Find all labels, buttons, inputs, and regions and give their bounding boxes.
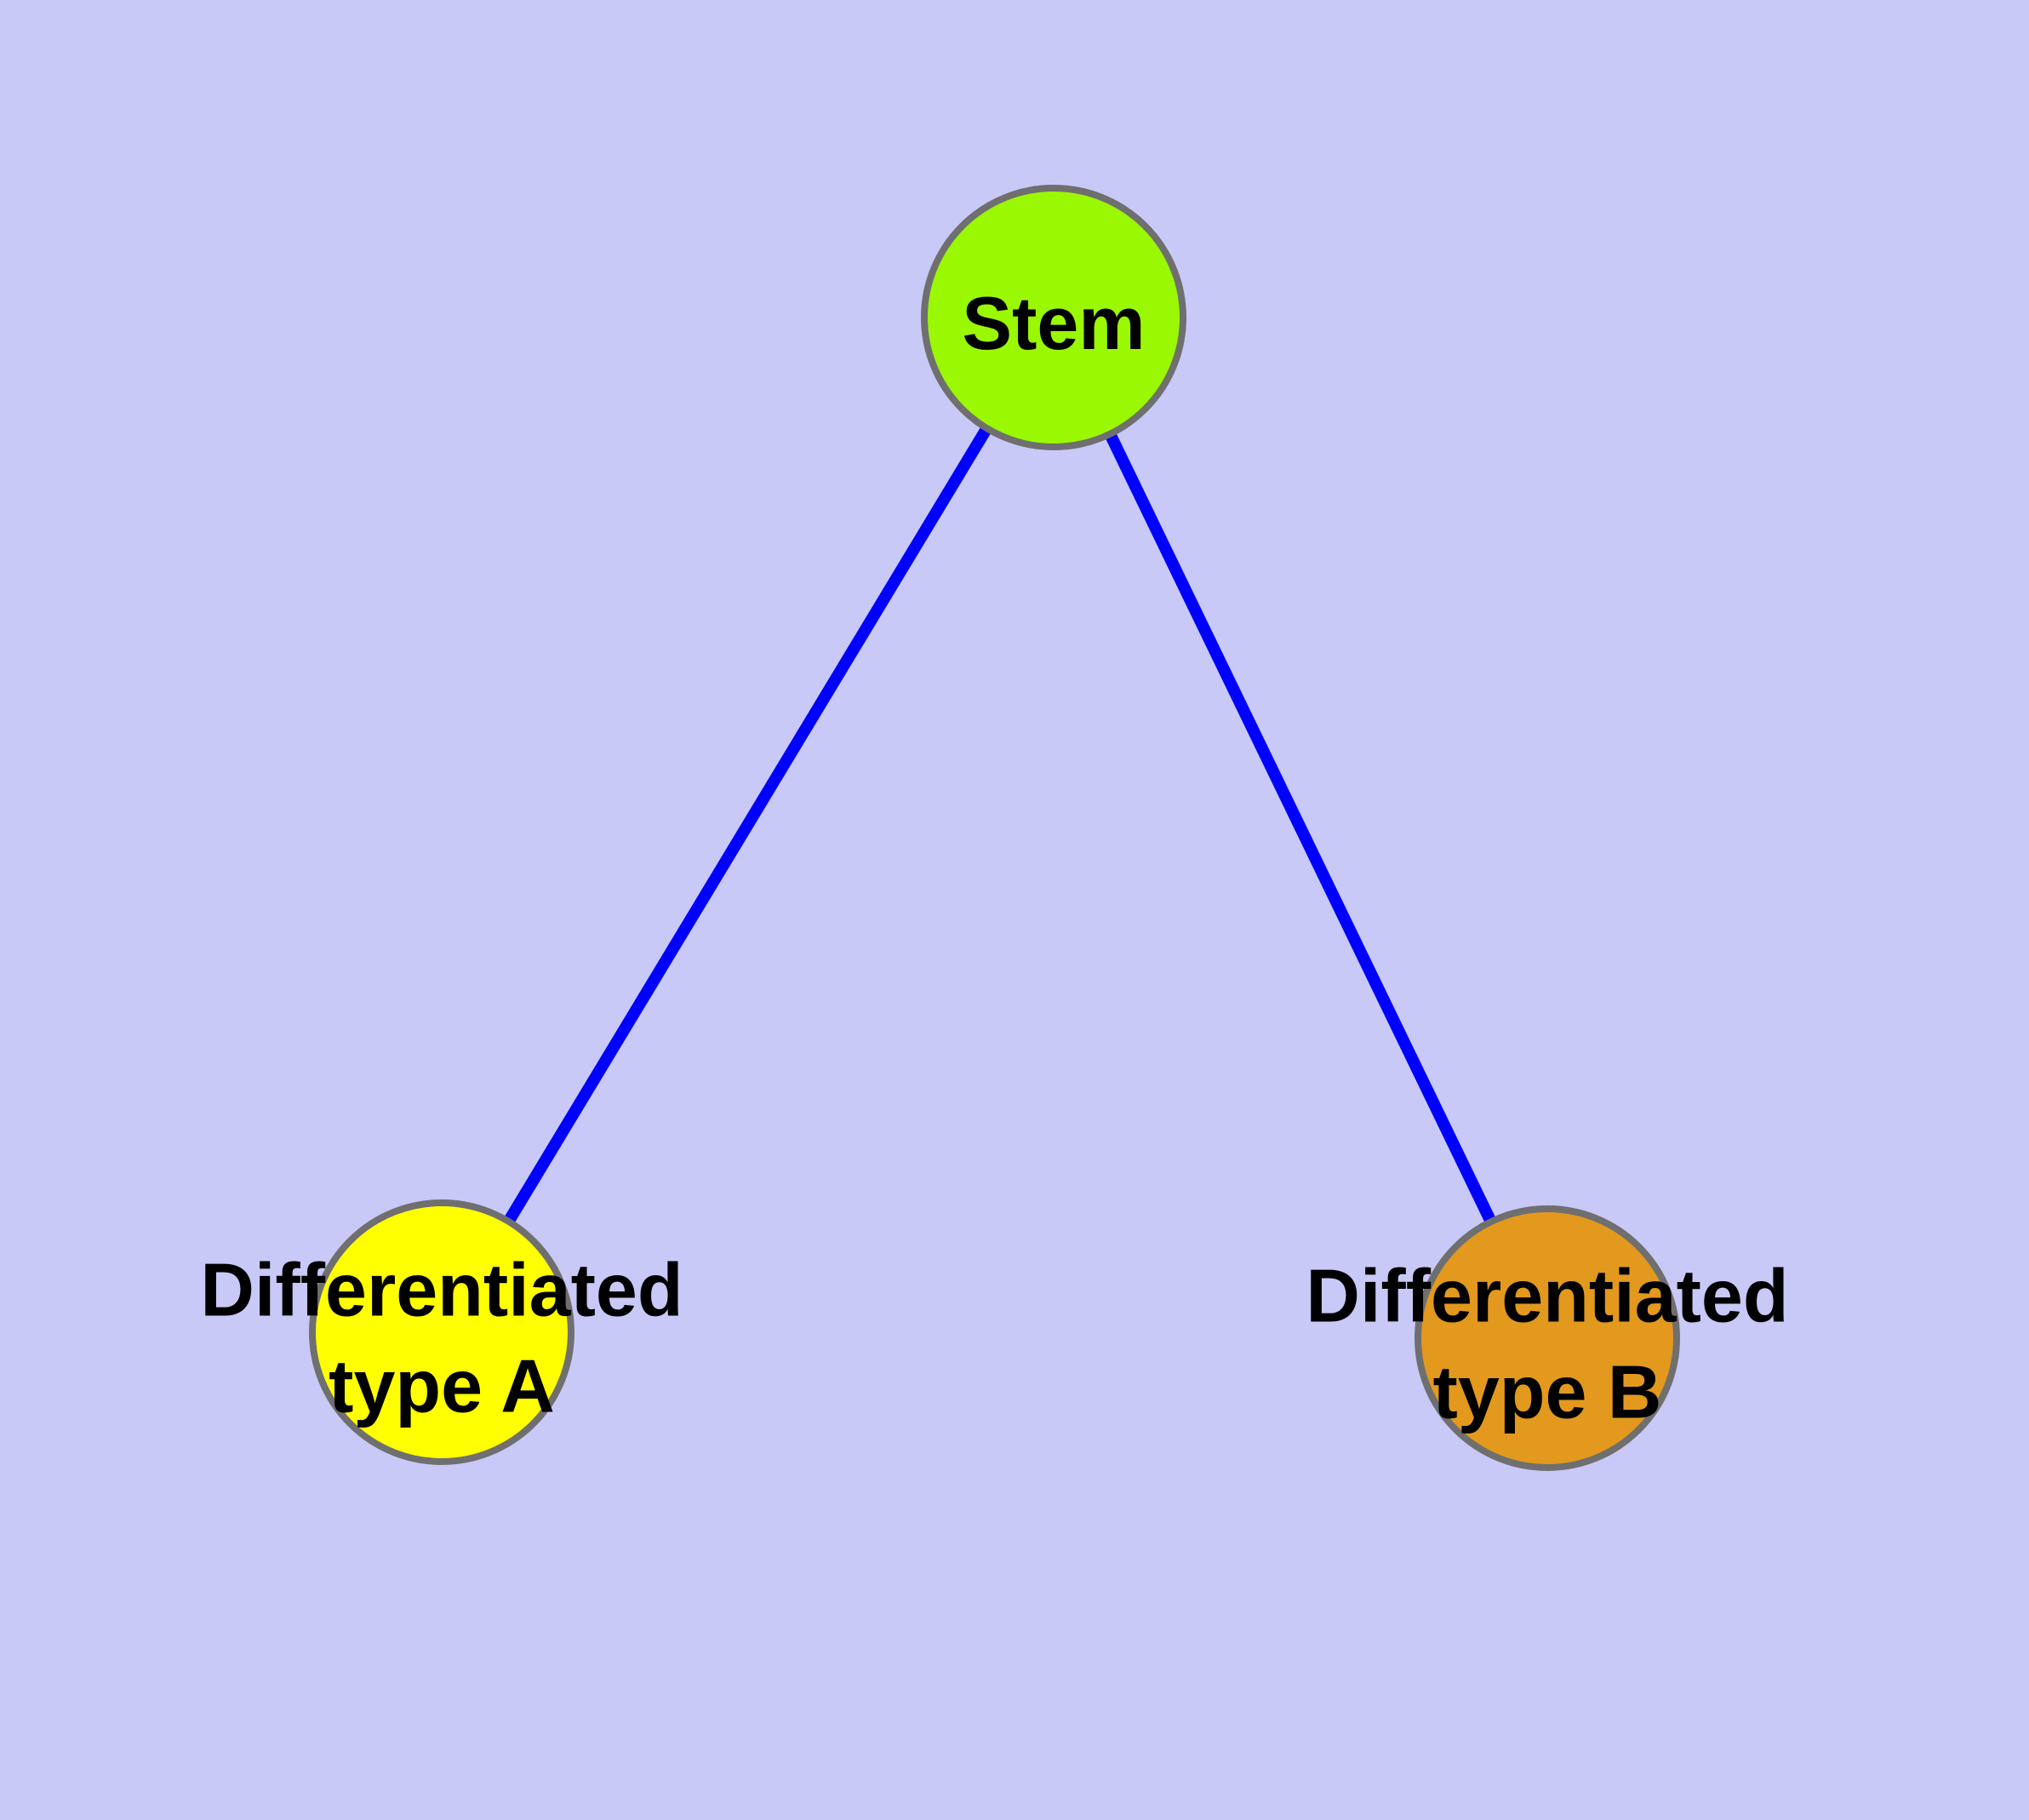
node-differentiated-type-b-label-line-2: type B [1433,1350,1662,1434]
node-differentiated-type-b-label-line-1: Differentiated [1306,1254,1788,1338]
node-differentiated-type-a-label-line-1: Differentiated [200,1248,683,1332]
node-stem-label: Stem [962,281,1145,365]
edge-stem-to-differentiated-type-a [437,314,1059,1336]
node-differentiated-type-a-circle [309,1199,574,1465]
node-differentiated-type-a-label-line-2: type A [329,1344,555,1428]
edge-stem-to-differentiated-type-b [1048,314,1553,1342]
node-differentiated-type-a-label: Differentiated type A [200,1248,683,1428]
node-stem-circle [921,185,1186,450]
node-stem-label-line-1: Stem [962,281,1145,365]
node-differentiated-type-b-label: Differentiated type B [1306,1254,1788,1434]
node-differentiated-type-b-circle [1415,1205,1680,1471]
